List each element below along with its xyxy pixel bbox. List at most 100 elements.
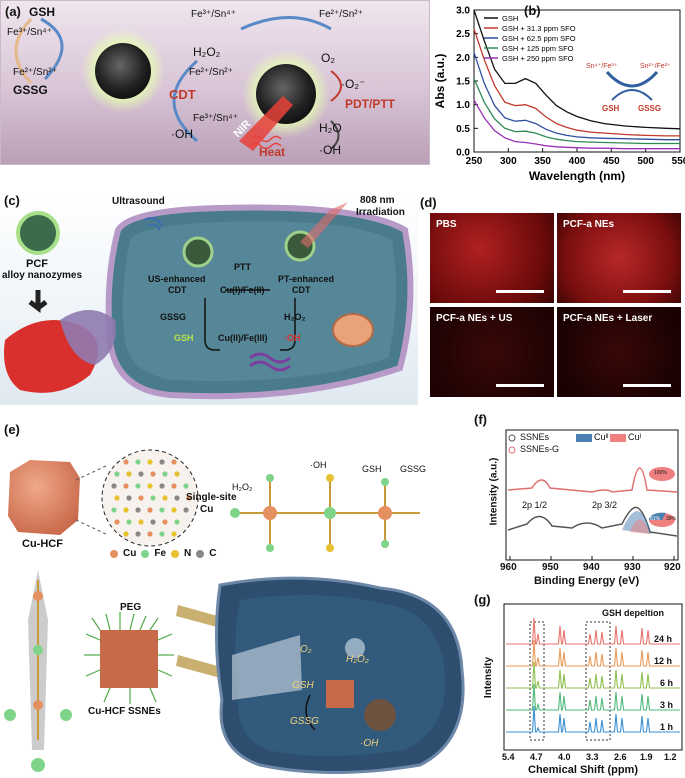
lattice-atom [183, 507, 189, 513]
panel-d-label: (d) [420, 195, 437, 210]
nmr-trace-4 [506, 705, 680, 733]
legend-entry-3: GSH + 125 ppm SFO [502, 44, 574, 53]
nmr-xtick-3: 3.3 [586, 752, 599, 762]
image-pcf-us-label: PCF-a NEs + US [436, 313, 513, 324]
legend-cu1: Cuᴵ [628, 432, 642, 442]
image-pbs-label: PBS [436, 219, 457, 230]
inset-sn4fe3: Sn⁴⁺/Fe³⁺ [586, 63, 618, 70]
fe3sn4-text-1: Fe³⁺/Sn⁴⁺ [7, 27, 52, 38]
cu-atom [378, 506, 392, 520]
h2o2-text-e: H₂O₂ [232, 482, 253, 492]
legend-ssnes-g: SSNEs-G [520, 444, 560, 454]
scale-bar [623, 290, 671, 293]
cu-swatch [110, 549, 118, 558]
pdt-ptt-text: PDT/PTT [345, 97, 395, 111]
oh-text-2: ·OH [319, 143, 341, 157]
nmr-xtick-6: 1.2 [664, 752, 677, 762]
peak-2p12: 2p 1/2 [522, 500, 548, 510]
gsh-text: GSH [29, 5, 56, 19]
fe-atom [324, 507, 336, 519]
series-line-1 [473, 28, 680, 137]
lattice-atom [135, 483, 141, 489]
pie-ssnes-g [649, 467, 675, 481]
x-tick-label: 550 [672, 156, 685, 167]
xps-ylabel: Intensity (a.u.) [488, 457, 500, 526]
nanozyme-us [182, 236, 214, 268]
image-pcf-us: PCF-a NEs + US [430, 307, 554, 397]
legend-fe: Fe [154, 548, 167, 559]
lattice-atom [135, 507, 141, 513]
nmr-xtick-0: 5.4 [502, 752, 515, 762]
lattice-atom [126, 519, 132, 525]
nmr-xtick-1: 4.7 [530, 752, 543, 762]
us-cdt-text-2: CDT [168, 285, 187, 295]
legend-swatch-cu1 [610, 434, 626, 442]
y-tick-label: 2.0 [456, 53, 470, 64]
trace-ssnes-g [507, 467, 678, 493]
lattice-atom [147, 483, 153, 489]
light-beam [232, 635, 302, 700]
legend-marker-ssnesg [508, 446, 516, 454]
inset-sn2fe2: Sn²⁺/Fe²⁺ [640, 63, 671, 70]
y-tick-label: 0.5 [456, 124, 470, 135]
x-tick-label: 400 [569, 156, 586, 167]
cu-atom [263, 506, 277, 520]
lattice-atom [171, 531, 177, 537]
legend-n: N [184, 548, 192, 559]
lattice-atom [174, 519, 180, 525]
cu1-fe2-text: Cu(I)/Fe(II) [220, 285, 265, 295]
legend-entry-4: GSH + 250 ppm SFO [502, 54, 574, 63]
lattice-atom [135, 531, 141, 537]
oh-text-1: ·OH [171, 127, 193, 141]
y-tick-label: 1.5 [456, 77, 470, 88]
arrow-gssg [14, 17, 33, 85]
box-1 [529, 621, 545, 741]
lattice-atom [126, 495, 132, 501]
image-pcf: PCF-a NEs [557, 213, 681, 303]
lattice-atom [162, 471, 168, 477]
cell-oh-text: ·OH [360, 738, 379, 749]
trace-label-3h: 3 h [660, 700, 674, 710]
lattice-atom [183, 483, 189, 489]
fe3sn4-text-2: Fe³⁺/Sn⁴⁺ [193, 113, 238, 124]
panel-f: (f) SSNEs SSNEs-G Cuᴵᴵ Cuᴵ 2p 1/2 2p 3/2… [472, 412, 685, 590]
series-line-2 [473, 52, 680, 141]
pie1-label: 100% [654, 470, 667, 476]
uv-vis-chart: 2503003504004505005500.00.51.01.52.02.53… [433, 6, 685, 184]
lattice-atom [171, 459, 177, 465]
lattice-atom [186, 495, 192, 501]
cu2-fe3-text: Cu(II)/Fe(III) [218, 333, 268, 343]
lattice-atom [123, 507, 129, 513]
xps-xtick-2: 940 [583, 562, 600, 573]
fe-swatch [141, 549, 150, 558]
oh-text-c: ·OH [284, 333, 301, 343]
lattice-atom [162, 495, 168, 501]
lattice-atom [150, 495, 156, 501]
arrow-top [240, 16, 332, 31]
nmr-trace-3 [506, 683, 680, 711]
nmr-trace-0 [506, 617, 680, 645]
x-tick-label: 500 [637, 156, 654, 167]
ssnes-text: Cu-HCF SSNEs [88, 706, 161, 717]
lattice-atom [138, 471, 144, 477]
xps-chart [505, 429, 679, 561]
xps-xlabel: Binding Energy (eV) [534, 575, 640, 587]
lattice-atom [147, 507, 153, 513]
single-site-text-1: Single-site [186, 492, 237, 503]
oh-text-e: ·OH [310, 460, 327, 470]
lattice-zoom [101, 449, 199, 547]
pcf-text: PCF [26, 258, 48, 270]
box-2 [585, 621, 611, 741]
arrow-gsh [40, 17, 64, 81]
trace-label-6h: 6 h [660, 678, 674, 688]
legend-marker-ssnes [508, 434, 516, 442]
trace-label-12h: 12 h [654, 656, 673, 666]
pt-cdt-text-1: PT-enhanced [278, 274, 335, 284]
inset-gsh: GSH [602, 104, 620, 113]
lattice-atom [123, 531, 129, 537]
pcf-nanozyme [16, 211, 60, 255]
lattice-atom [162, 519, 168, 525]
image-pcf-label: PCF-a NEs [563, 219, 615, 230]
ptt-text: PTT [234, 262, 251, 272]
arrow-cdt [172, 59, 198, 143]
